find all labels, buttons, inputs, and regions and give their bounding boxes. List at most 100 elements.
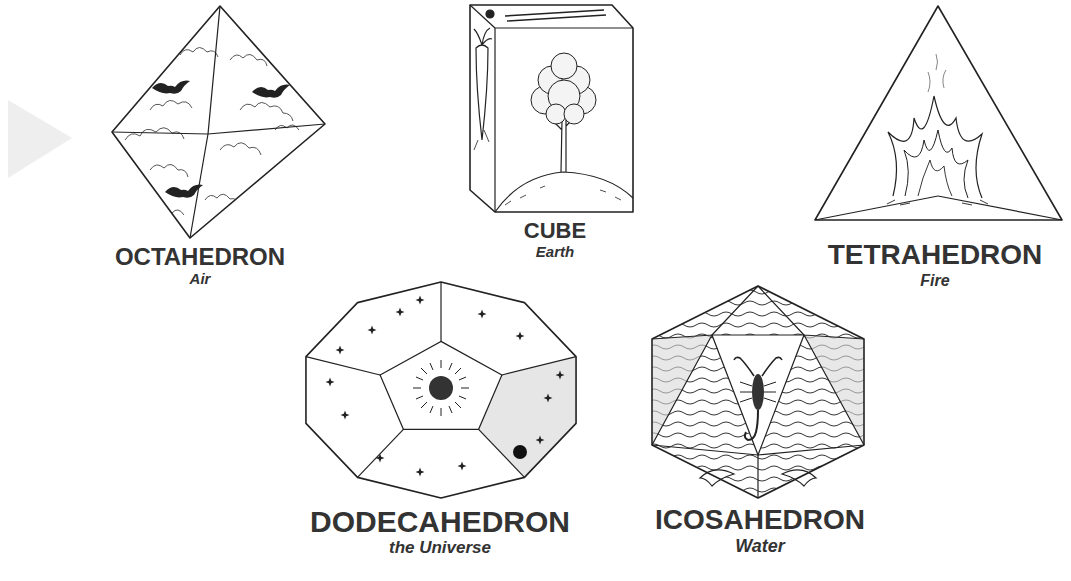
cloud: [150, 100, 192, 110]
face-edge: [208, 124, 325, 134]
cloud: [240, 103, 293, 122]
element-name: the Universe: [389, 538, 491, 558]
star: [396, 308, 405, 317]
cube-edge: [470, 5, 495, 28]
icosahedron-art: [652, 286, 864, 498]
water-waves: [652, 286, 864, 498]
sun: [413, 360, 469, 416]
tree-crown: [531, 53, 596, 124]
planet: [513, 445, 527, 459]
embers: [887, 200, 988, 205]
octahedron-art: [112, 6, 325, 238]
match-stick: [505, 10, 606, 21]
face-edge: [208, 6, 220, 134]
cloud: [180, 48, 218, 58]
element-name: Fire: [920, 271, 949, 290]
solid-outline-path: [306, 282, 576, 498]
tree-trunk: [552, 117, 575, 172]
star: [336, 346, 345, 355]
cube-art: [470, 5, 633, 212]
scorpion-tail: [745, 410, 758, 440]
solid-outline-path: [652, 286, 864, 498]
solid-name: TETRAHEDRON: [828, 240, 1043, 271]
solid-outline: [290, 278, 590, 505]
element-name: Water: [735, 536, 785, 558]
sun-rays: [413, 360, 469, 416]
solid-figure: OCTAHEDRONAir: [80, 0, 320, 292]
cube-edge: [494, 28, 495, 212]
solid-label-block: OCTAHEDRONAir: [80, 244, 320, 288]
tree-leaf-cluster: [564, 104, 584, 124]
scorpion-claws: [734, 357, 782, 376]
shaded-face: [479, 357, 576, 478]
solid-name: OCTAHEDRON: [115, 244, 285, 270]
cloud: [230, 54, 267, 66]
bird-group: [152, 81, 290, 198]
central-face: [380, 341, 502, 429]
face-edge: [815, 196, 938, 220]
cloud: [220, 143, 261, 155]
cloud: [150, 164, 188, 177]
face-edge: [938, 196, 1062, 220]
cloud: [205, 194, 239, 205]
solid-outline: [435, 0, 675, 219]
dodecahedron-art: [306, 282, 576, 477]
solid-label-block: CUBEEarth: [435, 219, 675, 261]
face-edge: [306, 357, 380, 375]
solid-name: CUBE: [524, 219, 586, 243]
flame-inner: [904, 130, 968, 198]
hill: [495, 172, 633, 212]
star: [478, 310, 487, 319]
star: [544, 394, 553, 403]
solid-outline-path: [815, 6, 1062, 220]
star: [326, 378, 335, 387]
star: [536, 436, 545, 445]
solid-outline: [640, 278, 880, 505]
tree-leaf-cluster: [551, 53, 577, 79]
scorpion: [734, 357, 782, 440]
star: [416, 296, 425, 305]
sun-disc: [429, 376, 453, 400]
tree-leaf-cluster: [546, 104, 566, 124]
carrot-roots: [474, 130, 489, 150]
cloud-drawing: [125, 48, 299, 216]
solid-name: DODECAHEDRON: [310, 505, 570, 538]
carrot-root: [476, 45, 488, 140]
solid-figure: CUBEEarth: [435, 0, 675, 262]
face-edge: [440, 282, 441, 341]
solid-figure: ICOSAHEDRONWater: [640, 278, 880, 578]
solid-outline-path: [470, 5, 633, 212]
face-edge: [502, 357, 576, 375]
element-name: Earth: [536, 243, 574, 261]
smoke: [928, 54, 946, 92]
flame-core: [918, 160, 952, 196]
cube-edge: [495, 27, 633, 28]
bird: [165, 185, 203, 198]
solid-figure: TETRAHEDRONFire: [815, 0, 1055, 292]
solid-outline: [80, 0, 320, 244]
star: [341, 411, 350, 420]
solid-name: ICOSAHEDRON: [655, 505, 865, 536]
face-edge: [112, 132, 208, 134]
tetrahedron-art: [815, 54, 1062, 220]
star: [376, 454, 385, 463]
grass: [505, 186, 621, 205]
star: [458, 462, 467, 471]
central-face: [712, 335, 804, 455]
element-name: Air: [190, 270, 211, 288]
faint-watermark-arrow: [8, 100, 72, 178]
bird: [152, 81, 190, 94]
star: [416, 468, 425, 477]
scorpion-legs: [740, 382, 776, 402]
solid-label-block: TETRAHEDRONFire: [815, 240, 1055, 290]
solid-label-block: DODECAHEDRONthe Universe: [290, 505, 590, 558]
scorpion-body: [752, 374, 764, 410]
star: [556, 371, 565, 380]
solid-outline-path: [112, 6, 325, 238]
star: [368, 326, 377, 335]
match-head: [486, 10, 494, 18]
solid-figure: DODECAHEDRONthe Universe: [290, 278, 590, 578]
carrot-leaves: [474, 28, 492, 45]
